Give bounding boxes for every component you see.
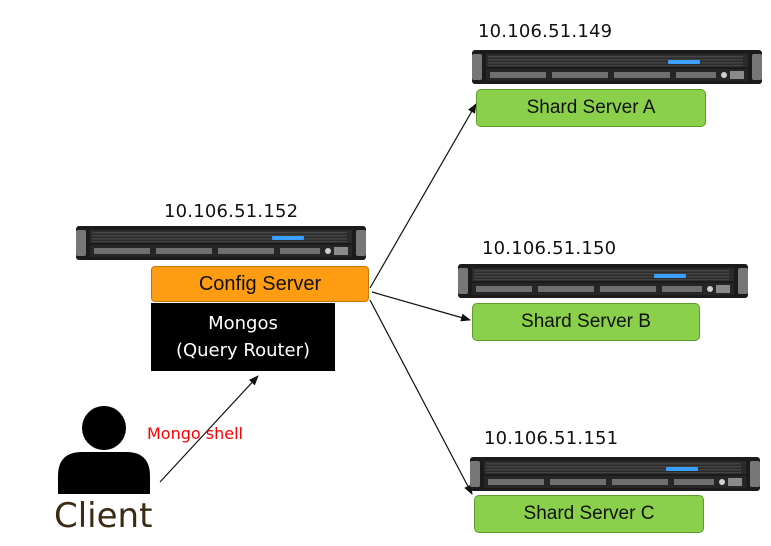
mongos-query-router[interactable]: Mongos (Query Router) [151, 303, 335, 371]
arrow-client-to-mongos [159, 375, 259, 483]
arrow-to-shard-a [369, 103, 477, 289]
query-router-label: (Query Router) [175, 340, 311, 361]
arrow-to-shard-c [369, 299, 473, 495]
shard-server-c[interactable]: Shard Server C [474, 495, 704, 533]
rack-server-icon [472, 50, 762, 84]
shard-a-ip: 10.106.51.149 [478, 21, 613, 42]
rack-server-icon [458, 264, 748, 298]
config-server[interactable]: Config Server [151, 266, 369, 302]
shard-c-ip: 10.106.51.151 [484, 428, 619, 449]
client-label: Client [54, 496, 153, 536]
arrow-to-shard-b [371, 291, 471, 322]
shard-server-b[interactable]: Shard Server B [472, 303, 700, 341]
rack-server-icon [76, 226, 366, 260]
shard-server-a[interactable]: Shard Server A [476, 89, 706, 127]
rack-server-icon [470, 457, 760, 491]
config-server-ip: 10.106.51.152 [164, 201, 299, 222]
mongo-shell-label: Mongo shell [147, 424, 243, 443]
person-icon [58, 406, 150, 494]
shard-b-ip: 10.106.51.150 [482, 238, 617, 259]
mongos-label: Mongos [208, 313, 278, 334]
